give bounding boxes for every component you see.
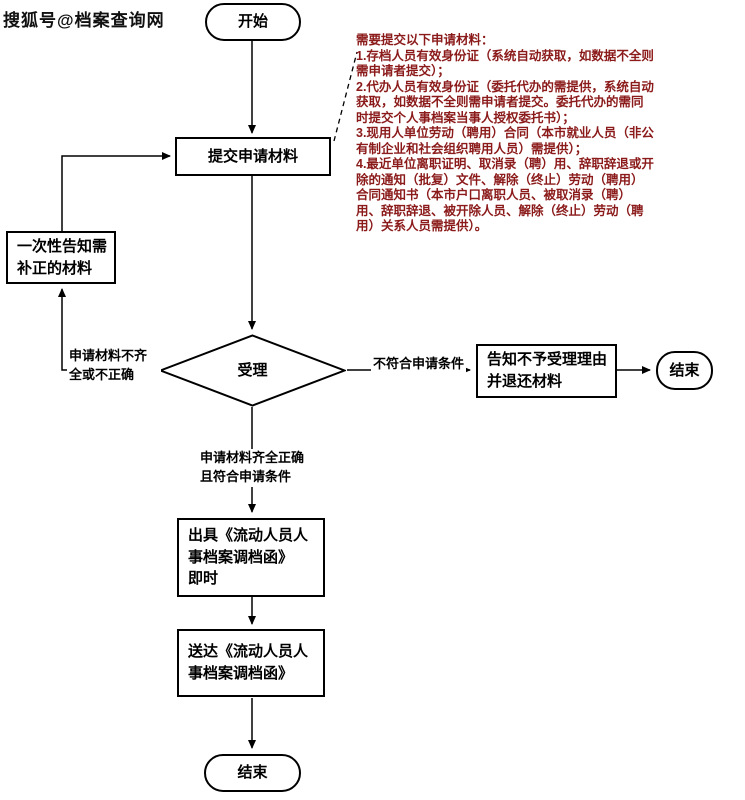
- label-incomplete-materials: 申请材料不齐 全或不正确: [67, 347, 161, 385]
- materials-annotation-item-4: 4.最近单位离职证明、取消录（聘）用、辞职辞退或开除的通知（批复）文件、解除（终…: [356, 157, 654, 233]
- materials-annotation-item-3: 3.现用人单位劳动（聘用）合同（本市就业人员（非公有制企业和社会组织聘用人员）需…: [356, 126, 654, 156]
- node-end-right: 结束: [656, 351, 713, 390]
- diamond-shape: [159, 334, 346, 407]
- node-start: 开始: [205, 3, 301, 41]
- node-accept-decision: 受理: [159, 334, 346, 407]
- node-end-bottom: 结束: [204, 754, 301, 792]
- node-issue-letter: 出具《流动人员人 事档案调档函》 即时: [177, 518, 325, 597]
- node-submit-materials: 提交申请材料: [175, 137, 331, 176]
- materials-annotation-item-2: 2.代办人员有效身份证（委托代办的需提供，系统自动获取，如数据不全则需申请者提交…: [356, 79, 654, 125]
- label-qualified: 申请材料齐全正确 且符合申请条件: [198, 449, 324, 487]
- materials-annotation-title: 需要提交以下申请材料：: [356, 33, 494, 47]
- node-accept-label: 受理: [237, 361, 268, 379]
- materials-annotation: 需要提交以下申请材料： 1.存档人员有效身份证（系统自动获取，如数据不全则需申请…: [356, 33, 655, 235]
- node-reject-notice: 告知不予受理理由 并退还材料: [476, 344, 617, 398]
- materials-annotation-item-1: 1.存档人员有效身份证（系统自动获取，如数据不全则需申请者提交）；: [356, 48, 654, 79]
- node-correction-notice: 一次性告知需 补正的材料: [6, 231, 116, 284]
- node-deliver-letter: 送达《流动人员人 事档案调档函》: [177, 629, 325, 697]
- edge-correction-to-submit: [61, 152, 171, 231]
- edge-submit-to-annotation-dashed: [333, 51, 358, 142]
- label-not-qualified: 不符合申请条件: [371, 355, 467, 374]
- watermark: 搜狐号@档案查询网: [3, 11, 165, 30]
